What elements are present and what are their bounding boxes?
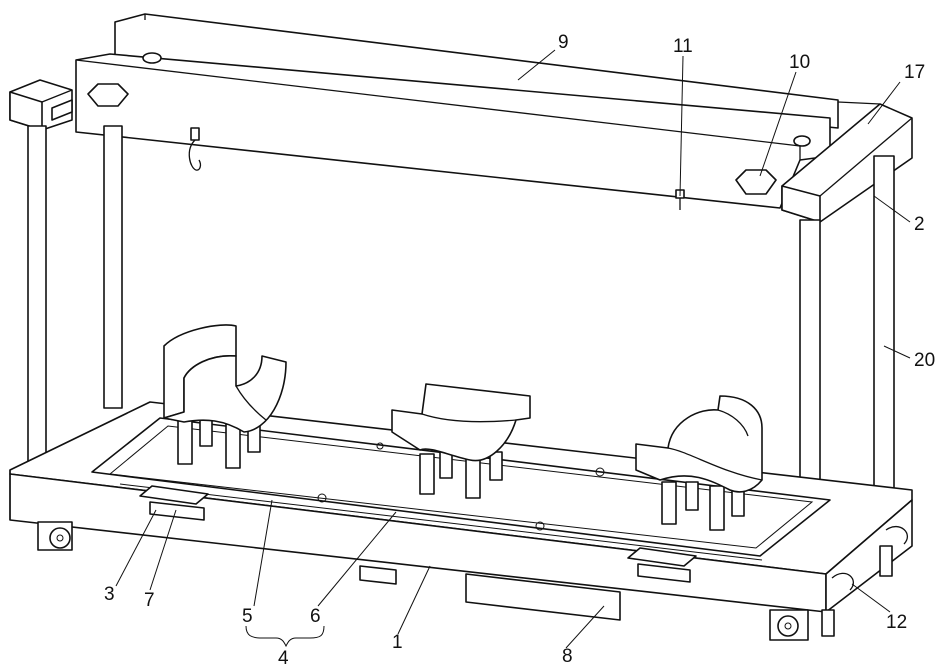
column-front-left: [28, 126, 46, 474]
label-5: 5: [242, 606, 253, 627]
label-9: 9: [558, 32, 569, 53]
wheel-left: [38, 522, 72, 550]
left-corner-block: [10, 80, 72, 130]
label-11: 11: [673, 36, 693, 57]
label-1: 1: [392, 632, 403, 653]
foot-rear-right: [880, 546, 892, 576]
label-7: 7: [144, 590, 155, 611]
roller-left: [143, 53, 161, 63]
label-8: 8: [562, 646, 573, 667]
label-10: 10: [789, 52, 810, 73]
roller-right: [794, 136, 810, 146]
wheel-right: [770, 610, 834, 640]
label-12: 12: [886, 612, 907, 633]
column-rear-left: [104, 126, 122, 408]
label-17: 17: [904, 62, 925, 83]
label-6: 6: [310, 606, 321, 627]
label-4: 4: [278, 648, 289, 669]
label-3: 3: [104, 584, 115, 605]
label-20: 20: [914, 350, 935, 371]
label-2: 2: [914, 214, 925, 235]
hook: [189, 128, 200, 170]
